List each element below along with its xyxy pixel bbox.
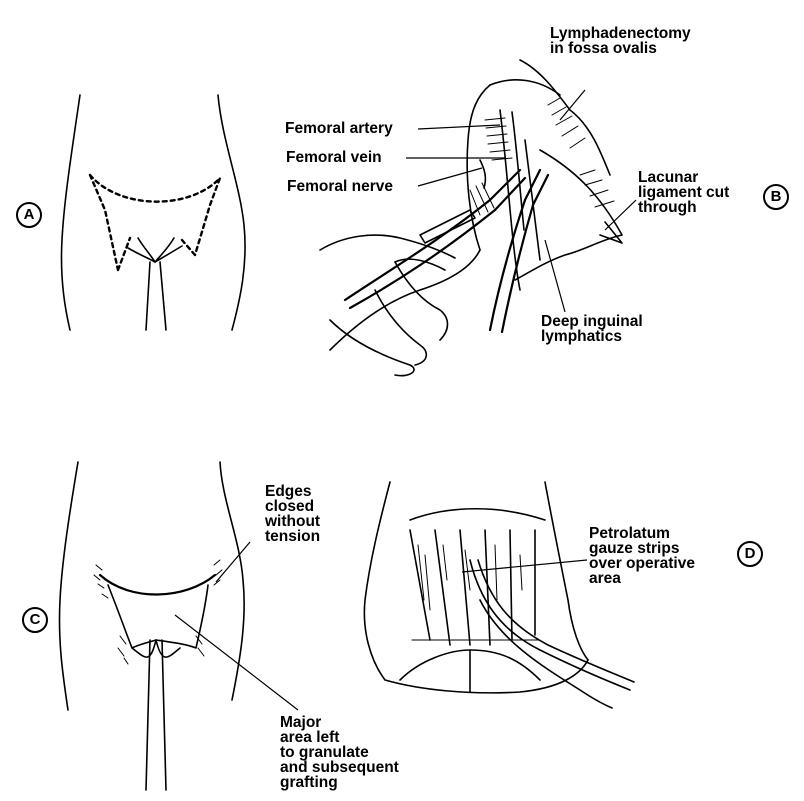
panel-a-figure: [60, 94, 246, 331]
panel-letter-c: C: [22, 607, 48, 633]
panel-d-figure: [363, 481, 635, 709]
label-petrolatum: Petrolatum gauze strips over operative a…: [589, 525, 695, 587]
label-edges-closed: Edges closed without tension: [265, 483, 321, 545]
label-lacunar-ligament: Lacunar ligament cut through: [638, 169, 730, 216]
panel-letter-a: A: [16, 202, 42, 228]
label-lymphadenectomy: Lymphadenectomy in fossa ovalis: [550, 25, 691, 57]
panel-b-leaders: [406, 89, 637, 313]
label-femoral-vein: Femoral vein: [286, 149, 382, 166]
panel-letter-b: B: [763, 184, 789, 210]
label-femoral-artery: Femoral artery: [285, 120, 393, 137]
panel-letter-d: D: [737, 541, 763, 567]
panel-c-figure: [58, 461, 299, 791]
label-deep-inguinal: Deep inguinal lymphatics: [541, 313, 643, 345]
panel-b-figure: [319, 59, 623, 377]
label-major-area: Major area left to granulate and subsequ…: [280, 714, 399, 791]
label-femoral-nerve: Femoral nerve: [287, 178, 393, 195]
incision-outline: [88, 173, 222, 272]
